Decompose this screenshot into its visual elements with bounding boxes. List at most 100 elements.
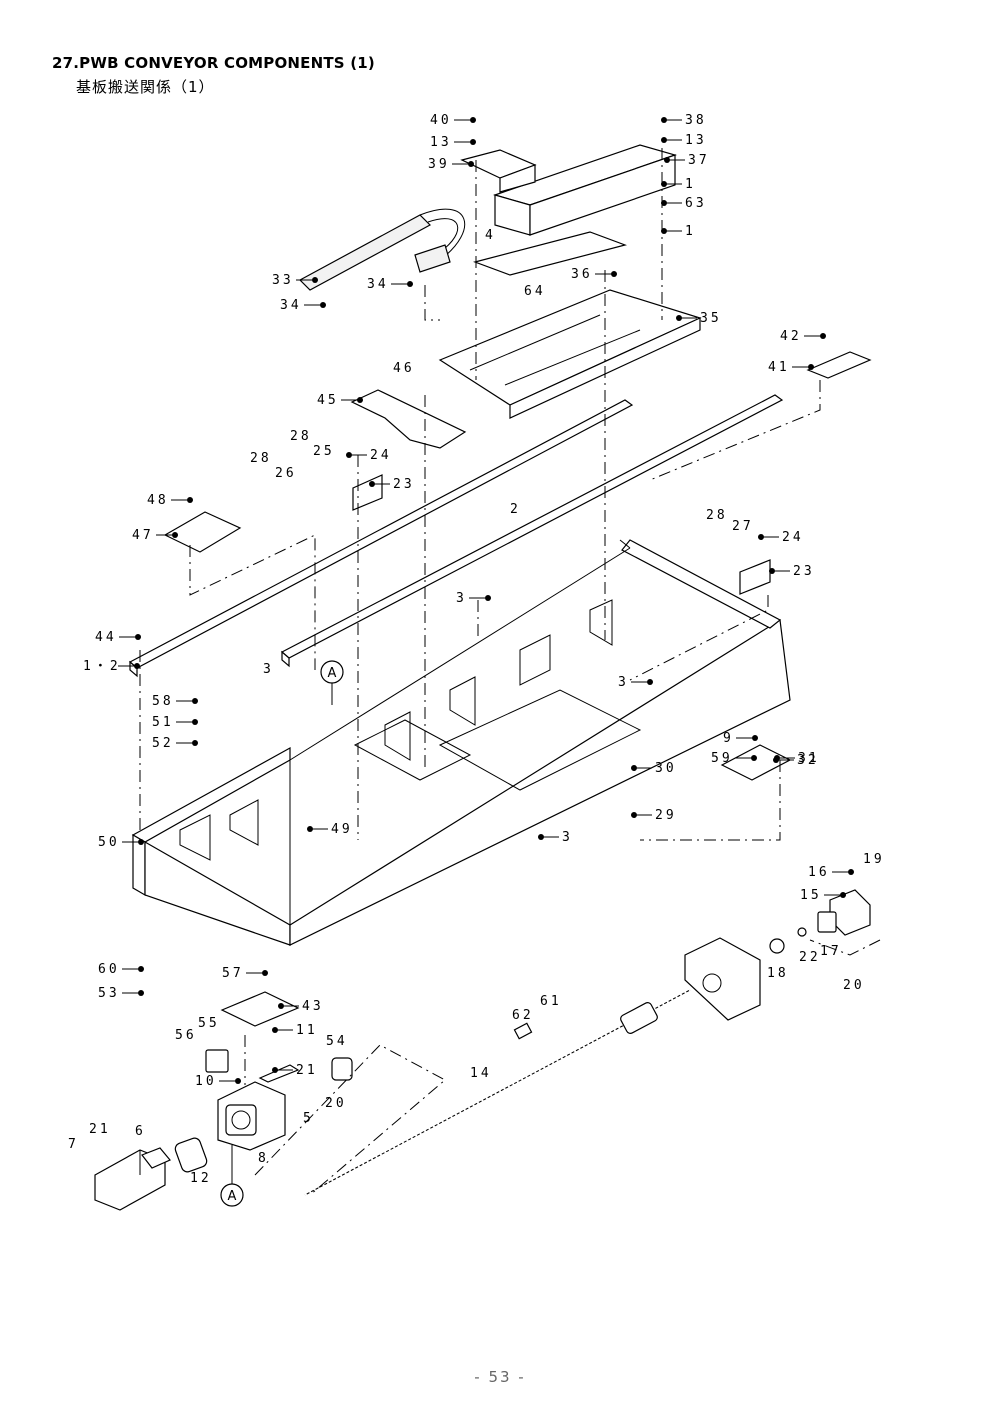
part-label-20: 20 bbox=[843, 978, 865, 993]
part-label-28: 28 bbox=[290, 429, 312, 444]
detail-callout-bottom-label: A bbox=[228, 1189, 237, 1204]
part-label-45: 45 bbox=[317, 393, 339, 408]
fastener-marker bbox=[312, 277, 318, 283]
fastener-marker bbox=[307, 826, 313, 832]
fastener-marker bbox=[470, 117, 476, 123]
page-number: - 53 - bbox=[474, 1368, 526, 1386]
part-label-50: 50 bbox=[98, 835, 120, 850]
detail-callout-top: A bbox=[320, 660, 344, 705]
conveyor-rails bbox=[128, 394, 784, 678]
fastener-marker bbox=[192, 719, 198, 725]
part-label-36: 36 bbox=[571, 267, 593, 282]
fastener-marker bbox=[272, 1067, 278, 1073]
fastener-marker bbox=[631, 765, 637, 771]
part-label-23: 23 bbox=[793, 564, 815, 579]
fastener-marker bbox=[468, 161, 474, 167]
part-label-27: 27 bbox=[732, 519, 754, 534]
fastener-marker bbox=[661, 200, 667, 206]
fastener-marker bbox=[272, 1027, 278, 1033]
fastener-marker bbox=[769, 568, 775, 574]
part-label-23: 23 bbox=[393, 477, 415, 492]
bracket-23-left bbox=[352, 474, 383, 511]
part-label-1: 1 bbox=[685, 177, 696, 192]
part-label-14: 14 bbox=[470, 1066, 492, 1081]
part-label-32: 32 bbox=[797, 753, 819, 768]
part-label-43: 43 bbox=[302, 999, 324, 1014]
detail-callout-bottom: A bbox=[220, 1145, 244, 1207]
part-label-22: 22 bbox=[799, 950, 821, 965]
part-label-20: 20 bbox=[325, 1096, 347, 1111]
fastener-marker bbox=[774, 755, 780, 761]
fastener-marker bbox=[235, 1078, 241, 1084]
part-label-38: 38 bbox=[685, 113, 707, 128]
part-label-63: 63 bbox=[685, 196, 707, 211]
part-label-58: 58 bbox=[152, 694, 174, 709]
cover-plate-47 bbox=[163, 511, 242, 553]
part-label-44: 44 bbox=[95, 630, 117, 645]
part-number-labels: 4013393813371631433343436643542414645282… bbox=[68, 113, 885, 1186]
part-label-54: 54 bbox=[326, 1034, 348, 1049]
part-label-59: 59 bbox=[711, 751, 733, 766]
part-label-37: 37 bbox=[688, 153, 710, 168]
part-label-33: 33 bbox=[272, 273, 294, 288]
part-label-55: 55 bbox=[198, 1016, 220, 1031]
part-label-16: 16 bbox=[808, 865, 830, 880]
part-label-48: 48 bbox=[147, 493, 169, 508]
fastener-marker bbox=[192, 698, 198, 704]
fastener-marker bbox=[538, 834, 544, 840]
top-cover-assembly bbox=[460, 144, 677, 276]
part-label-17: 17 bbox=[820, 944, 842, 959]
part-label-46: 46 bbox=[393, 361, 415, 376]
part-label-34: 34 bbox=[280, 298, 302, 313]
assembly-centerlines bbox=[139, 148, 881, 1196]
fastener-marker bbox=[135, 634, 141, 640]
part-label-21: 21 bbox=[89, 1122, 111, 1137]
detail-callout-top-label: A bbox=[328, 666, 337, 681]
part-label-19: 19 bbox=[863, 852, 885, 867]
part-label-31: 31 bbox=[798, 751, 820, 766]
fastener-marker bbox=[661, 181, 667, 187]
fastener-marker bbox=[320, 302, 326, 308]
fastener-marker bbox=[631, 812, 637, 818]
part-label-49: 49 bbox=[331, 822, 353, 837]
fastener-marker bbox=[611, 271, 617, 277]
part-label-11: 11 bbox=[296, 1023, 318, 1038]
part-label-30: 30 bbox=[655, 761, 677, 776]
part-label-15: 15 bbox=[800, 888, 822, 903]
part-label-51: 51 bbox=[152, 715, 174, 730]
base-frame bbox=[131, 539, 791, 946]
part-label-1-2: 1・2 bbox=[83, 659, 121, 674]
page-subtitle: 基板搬送関係（1） bbox=[76, 78, 215, 96]
fastener-marker bbox=[661, 117, 667, 123]
part-label-41: 41 bbox=[768, 360, 790, 375]
fastener-marker bbox=[820, 333, 826, 339]
part-label-1: 1 bbox=[685, 224, 696, 239]
part-label-6: 6 bbox=[135, 1124, 146, 1139]
part-label-52: 52 bbox=[152, 736, 174, 751]
fastener-marker bbox=[346, 452, 352, 458]
part-label-56: 56 bbox=[175, 1028, 197, 1043]
fastener-marker bbox=[808, 364, 814, 370]
fastener-marker bbox=[751, 755, 757, 761]
fastener-marker bbox=[138, 990, 144, 996]
part-label-60: 60 bbox=[98, 962, 120, 977]
part-label-29: 29 bbox=[655, 808, 677, 823]
part-label-5: 5 bbox=[303, 1111, 314, 1126]
fastener-marker bbox=[407, 281, 413, 287]
part-label-8: 8 bbox=[258, 1151, 269, 1166]
part-label-13: 13 bbox=[685, 133, 707, 148]
part-label-24: 24 bbox=[782, 530, 804, 545]
part-label-34: 34 bbox=[367, 277, 389, 292]
part-label-9: 9 bbox=[723, 731, 734, 746]
fastener-marker bbox=[661, 228, 667, 234]
fastener-marker bbox=[848, 869, 854, 875]
part-label-13: 13 bbox=[430, 135, 452, 150]
part-label-64: 64 bbox=[524, 284, 546, 299]
part-label-53: 53 bbox=[98, 986, 120, 1001]
part-label-40: 40 bbox=[430, 113, 452, 128]
ball-screw bbox=[304, 989, 691, 1196]
part-label-10: 10 bbox=[195, 1074, 217, 1089]
part-label-61: 61 bbox=[540, 994, 562, 1009]
part-label-35: 35 bbox=[700, 311, 722, 326]
